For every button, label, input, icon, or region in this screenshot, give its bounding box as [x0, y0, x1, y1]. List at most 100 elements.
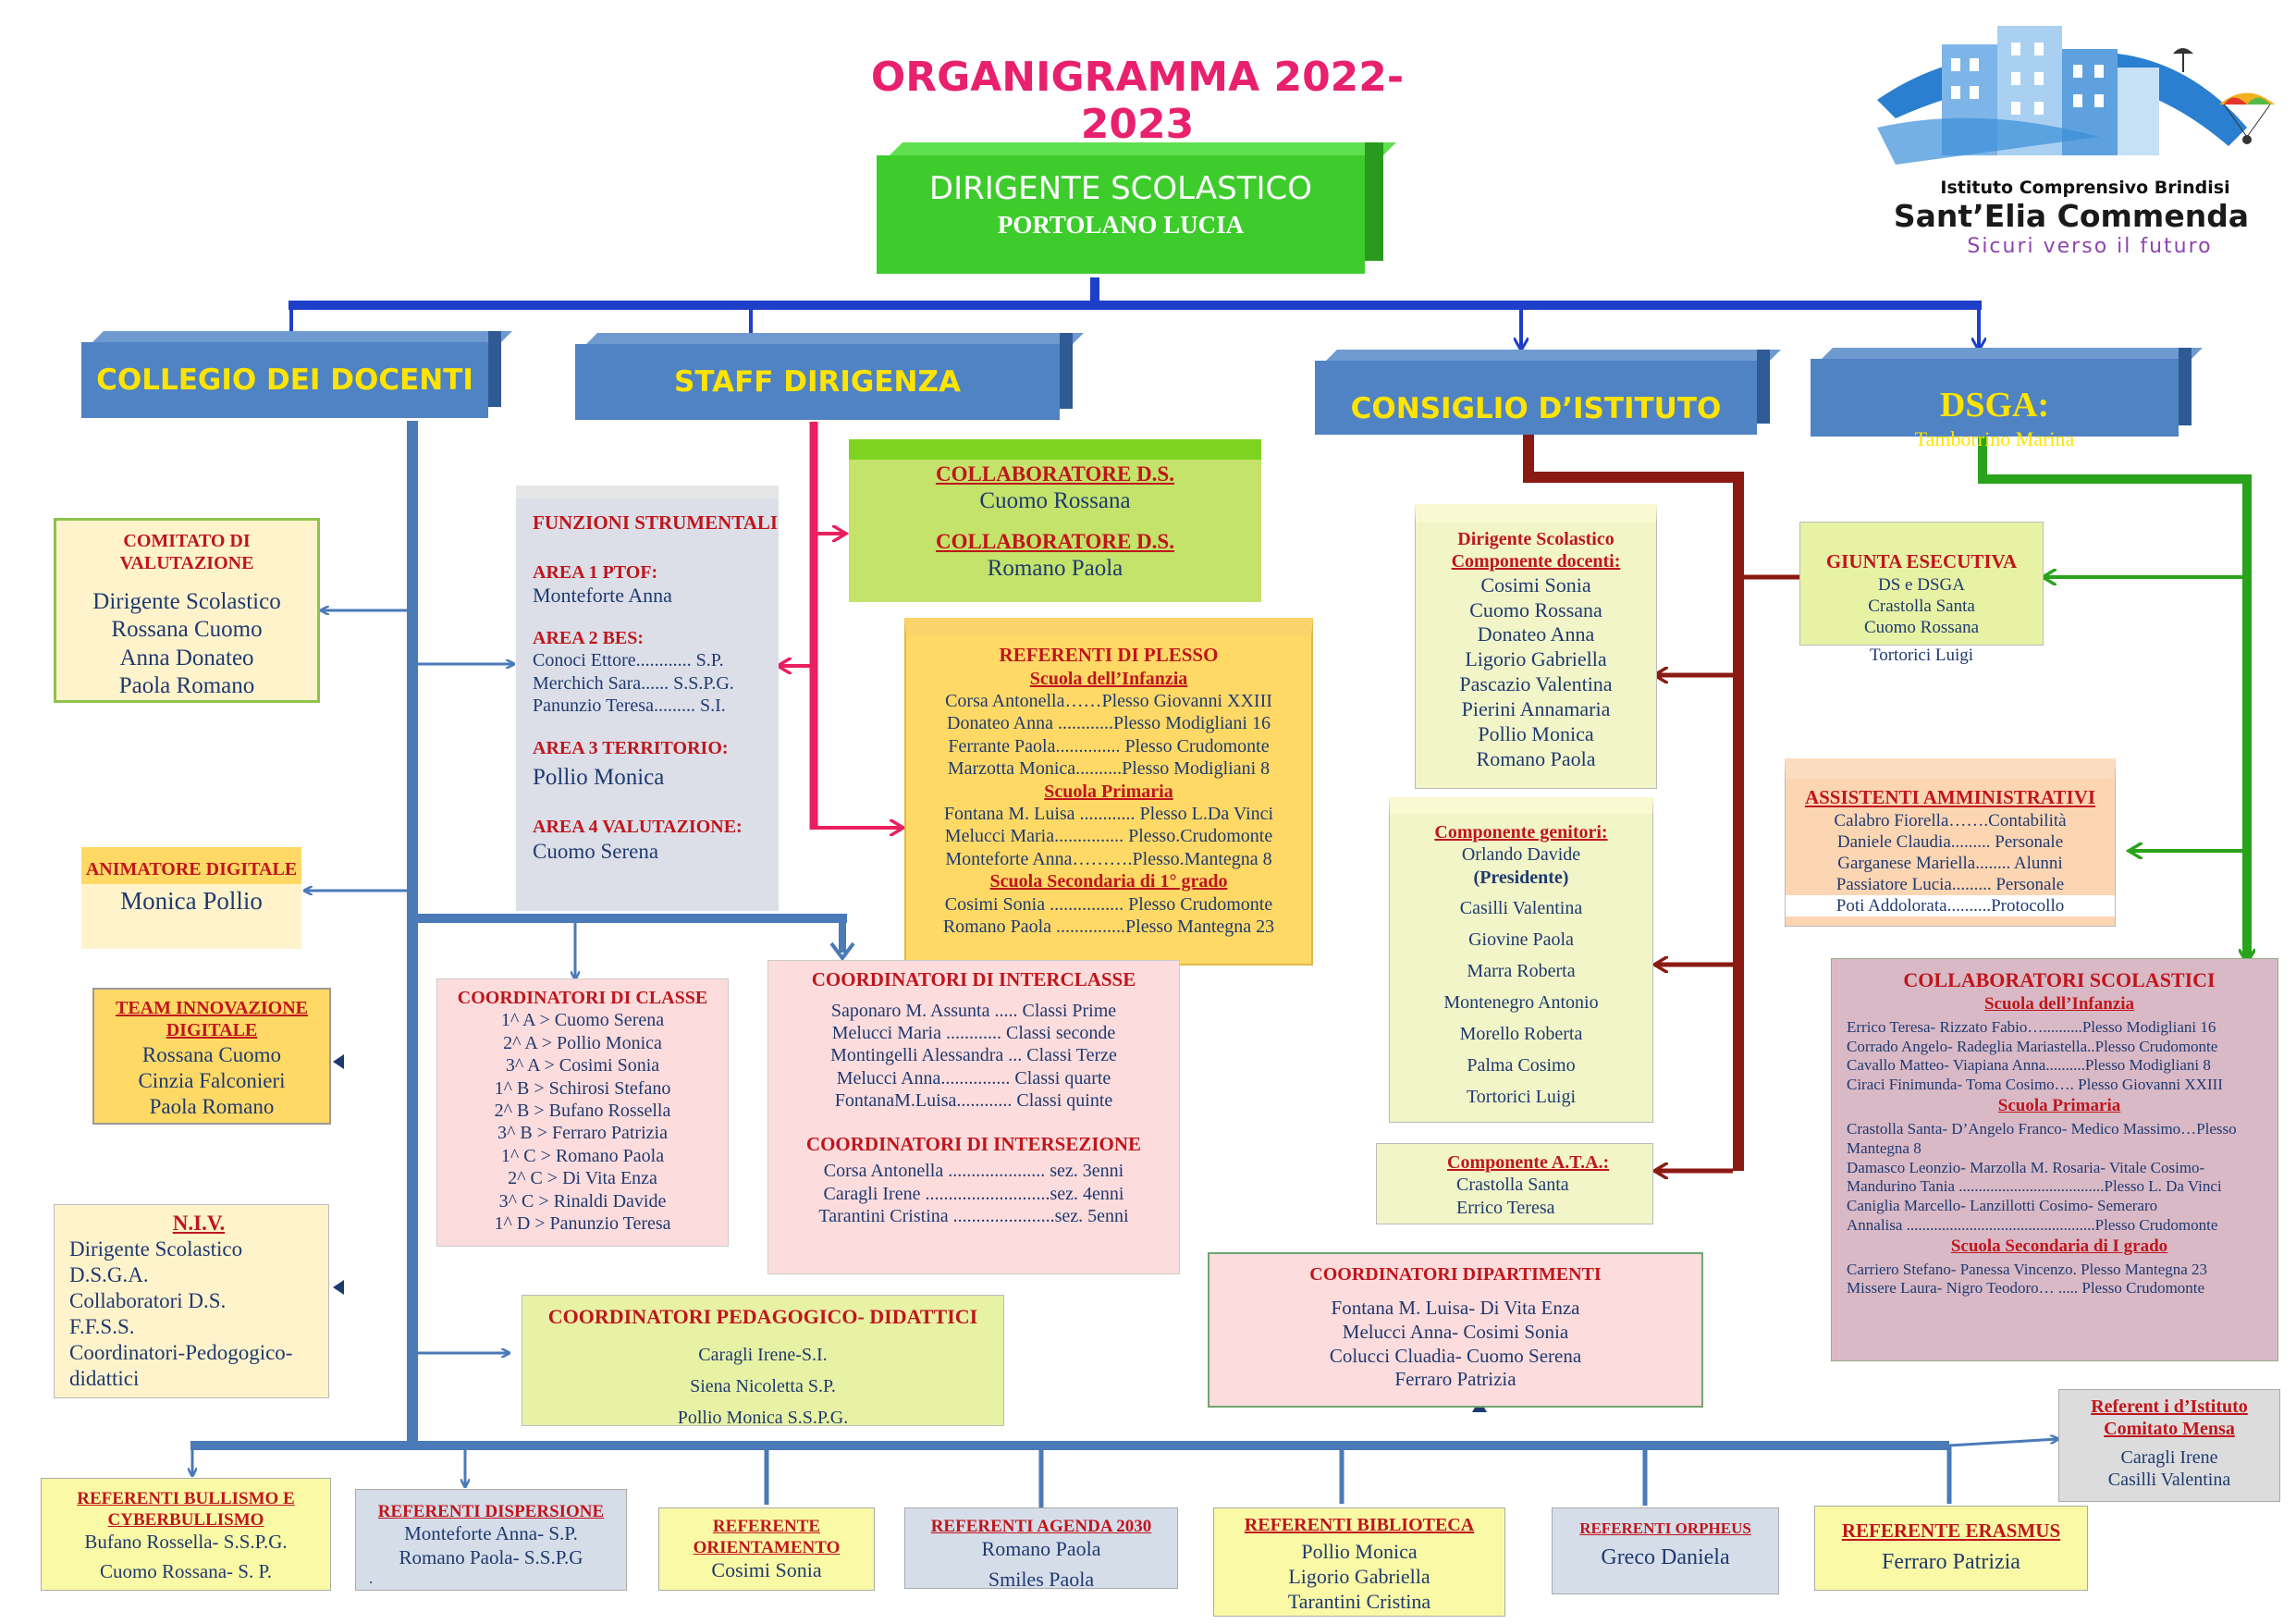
niv-box: N.I.V. Dirigente Scolastico D.S.G.A. Col…: [54, 1204, 329, 1398]
coord-interclasse-line: Melucci Maria ............ Classi second…: [831, 1023, 1116, 1043]
funzioni-strumentali-box: FUNZIONI STRUMENTALI AREA 1 PTOF: Montef…: [516, 486, 779, 911]
biblioteca-member: Pollio Monica: [1301, 1540, 1418, 1564]
agenda2030-member: Smiles Paola: [988, 1568, 1095, 1589]
collegio-connectors: [190, 421, 2057, 1507]
area2-line: Panunzio Teresa......... S.I.: [533, 695, 726, 716]
orientamento-box: REFERENTE ORIENTAMENTO Cosimi Sonia: [658, 1507, 875, 1591]
coord-classe-line: 2^ B > Bufano Rossella: [494, 1100, 671, 1121]
animatore-digitale-box: ANIMATORE DIGITALE Monica Pollio: [81, 847, 301, 949]
area1-title: AREA 1 PTOF:: [533, 561, 658, 583]
niv-member: Collaboratori D.S.: [69, 1289, 227, 1313]
area4-name: Cuomo Serena: [533, 839, 659, 863]
comitato-valutazione-box: COMITATO DI VALUTAZIONE Dirigente Scolas…: [54, 518, 320, 703]
header-staff-label: STAFF DIRIGENZA: [674, 365, 961, 399]
collaboratori-scol-line: Cavallo Matteo- Viapiana Anna..........P…: [1847, 1056, 2211, 1075]
coord-classe-line: 3^ C > Rinaldi Davide: [498, 1190, 667, 1212]
consiglio-genitore: Orlando Davide: [1461, 844, 1581, 866]
consiglio-docenti-box: Dirigente Scolastico Componente docenti:…: [1415, 504, 1657, 789]
consiglio-dirigente: Dirigente Scolastico: [1457, 529, 1615, 549]
orpheus-box: REFERENTI ORPHEUS Greco Daniela: [1552, 1507, 1779, 1594]
team-innovazione-box: TEAM INNOVAZIONE DIGITALE Rossana Cuomo …: [92, 988, 331, 1125]
comitato-member: Anna Donateo: [119, 645, 254, 671]
coord-intersezione-title: COORDINATORI DI INTERSEZIONE: [805, 1132, 1142, 1155]
referenti-plesso-title: REFERENTI DI PLESSO: [999, 644, 1219, 666]
logo-motto: Sicuri verso il futuro: [1967, 235, 2213, 258]
coord-classe-line: 1^ B > Schirosi Stefano: [494, 1077, 671, 1099]
referenti-istituto-title: Referent i d’Istituto: [2091, 1396, 2248, 1417]
orpheus-title: REFERENTI ORPHEUS: [1579, 1519, 1751, 1537]
assistente-line: Passiatore Lucia......... Personale: [1836, 875, 2065, 895]
coord-pedagogico-line: Caragli Irene-S.I.: [698, 1344, 828, 1365]
area4-title: AREA 4 VALUTAZIONE:: [533, 817, 743, 838]
coord-dipartimenti-line: Fontana M. Luisa- Di Vita Enza: [1331, 1297, 1580, 1320]
dsga-name: Tamborrino Marina: [1914, 427, 2075, 450]
comitato-member: Rossana Cuomo: [111, 617, 263, 643]
referenti-istituto-box: Referent i d’Istituto Comitato Mensa Car…: [2058, 1389, 2280, 1502]
coord-classe-list: 1^ A > Cuomo Serena 2^ A > Pollio Monica…: [437, 1009, 728, 1235]
coord-dipartimenti-box: COORDINATORI DIPARTIMENTI Fontana M. Lui…: [1208, 1252, 1703, 1408]
collaboratori-scol-line: Missere Laura- Nigro Teodoro… ..... Ples…: [1847, 1279, 2205, 1298]
coord-intersezione-line: Tarantini Cristina .....................…: [818, 1205, 1129, 1226]
consiglio-docente: Donateo Anna: [1477, 622, 1595, 646]
consiglio-docenti-title: Componente docenti:: [1451, 551, 1621, 572]
referente-plesso-line: Donateo Anna ............Plesso Modiglia…: [947, 713, 1271, 734]
dirigente-box: DIRIGENTE SCOLASTICO PORTOLANO LUCIA: [877, 155, 1365, 274]
area2-line: Merchich Sara...... S.S.P.G.: [533, 672, 734, 694]
header-staff: STAFF DIRIGENZA: [575, 333, 1073, 420]
coord-interclasse-line: Melucci Anna............... Classi quart…: [836, 1067, 1111, 1089]
coord-classe-line: 1^ D > Panunzio Teresa: [494, 1212, 671, 1234]
collaboratori-scolastici-box: COLLABORATORI SCOLASTICI Scuola dell’Inf…: [1831, 958, 2278, 1361]
referenti-plesso-section: Scuola dell’Infanzia: [1029, 668, 1188, 689]
consiglio-ata-member: Errico Teresa: [1456, 1197, 1555, 1218]
consiglio-genitore: Morello Roberta: [1459, 1024, 1583, 1045]
dirigente-title: DIRIGENTE SCOLASTICO: [928, 170, 1313, 207]
coord-interclasse-title: COORDINATORI DI INTERCLASSE: [811, 968, 1136, 990]
consiglio-connectors: [1523, 435, 1812, 1171]
consiglio-presidente: (Presidente): [1473, 867, 1569, 888]
assistente-line: Calabro Fiorella…….Contabilità: [1834, 810, 2067, 830]
giunta-member: Crastolla Santa: [1868, 596, 1975, 616]
coord-pedagogico-line: Siena Nicoletta S.P.: [690, 1375, 836, 1396]
consiglio-docente: Pollio Monica: [1478, 721, 1594, 745]
biblioteca-box: REFERENTI BIBLIOTECA Pollio Monica Ligor…: [1213, 1507, 1505, 1617]
erasmus-box: REFERENTE ERASMUS Ferraro Patrizia: [1814, 1506, 2088, 1591]
referenti-plesso-section: Scuola Secondaria di 1° grado: [989, 871, 1228, 892]
area2-line: Conoci Ettore............ S.P.: [533, 650, 724, 671]
dispersione-member: .: [369, 1569, 374, 1588]
consiglio-genitore: Marra Roberta: [1467, 961, 1576, 982]
referente-plesso-line: Monteforte Anna……….Plesso.Mantegna 8: [945, 848, 1272, 869]
coord-classe-line: 1^ C > Romano Paola: [500, 1145, 665, 1166]
dispersione-box: REFERENTI DISPERSIONE Monteforte Anna- S…: [355, 1489, 627, 1591]
coord-dipartimenti-line: Ferraro Patrizia: [1394, 1368, 1516, 1391]
consiglio-genitori-title: Componente genitori:: [1434, 822, 1608, 843]
collaboratori-ds-box: COLLABORATORE D.S. Cuomo Rossana COLLABO…: [849, 439, 1261, 602]
biblioteca-member: Ligorio Gabriella: [1288, 1565, 1430, 1589]
consiglio-ata-box: Componente A.T.A.: Crastolla Santa Erric…: [1376, 1143, 1653, 1224]
referenti-istituto-member: Casilli Valentina: [2107, 1470, 2231, 1491]
collaboratori-scol-line: Mandurino Tania ........................…: [1847, 1177, 2222, 1196]
collaboratori-scol-line: Carriero Stefano- Panessa Vincenzo. Ples…: [1847, 1260, 2208, 1278]
header-collegio-label: COLLEGIO DEI DOCENTI: [96, 363, 473, 397]
coord-interclasse-line: Montingelli Alessandra ... Classi Terze: [830, 1045, 1117, 1066]
coord-classe-line: 2^ A > Pollio Monica: [503, 1032, 662, 1053]
niv-member: F.F.S.S.: [69, 1315, 135, 1339]
collaboratori-scol-line: Damasco Leonzio- Marzolla M. Rosaria- Vi…: [1847, 1158, 2205, 1176]
collaboratori-scol-line: Caniglia Marcello- Lanzillotti Cosimo- S…: [1847, 1197, 2158, 1215]
collaboratori-scol-line: Errico Teresa- Rizzato Fabio…..........P…: [1847, 1018, 2216, 1036]
top-distribution-bar: [289, 277, 1982, 350]
niv-member: didattici: [69, 1367, 140, 1391]
coord-classe-box: COORDINATORI DI CLASSE 1^ A > Cuomo Sere…: [436, 978, 729, 1247]
coord-pedagogico-line: Pollio Monica S.S.P.G.: [677, 1407, 849, 1426]
bullismo-title: REFERENTI BULLISMO E: [77, 1489, 295, 1508]
coord-classe-line: 2^ C > Di Vita Enza: [508, 1168, 657, 1189]
referenti-istituto-member: Caragli Irene: [2120, 1446, 2218, 1468]
dirigente-name: PORTOLANO LUCIA: [997, 211, 1245, 239]
collaboratori-scol-line: Crastolla Santa- D’Angelo Franco- Medico…: [1847, 1120, 2237, 1138]
animatore-title: ANIMATORE DIGITALE: [85, 859, 298, 880]
orpheus-name: Greco Daniela: [1601, 1544, 1730, 1569]
niv-member: Coordinatori-Pedogogico-: [69, 1341, 293, 1365]
team-innovazione-title: DIGITALE: [166, 1020, 258, 1041]
staff-connectors: [779, 422, 902, 830]
collaboratore-ds-title: COLLABORATORE D.S.: [936, 529, 1174, 553]
